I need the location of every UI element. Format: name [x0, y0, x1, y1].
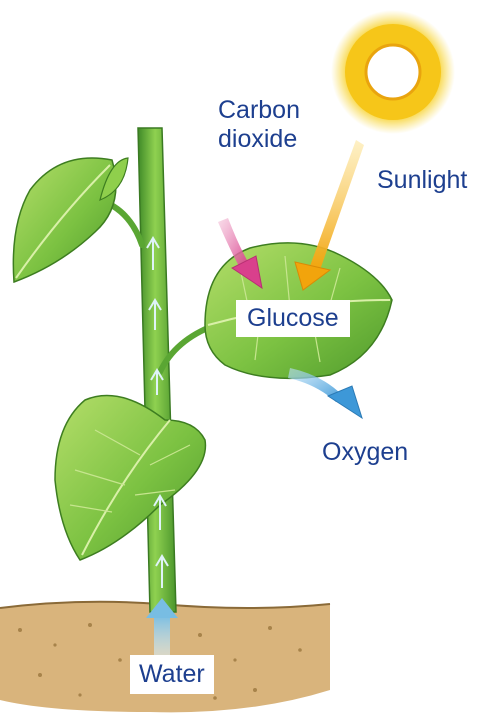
water-label: Water: [130, 655, 214, 694]
sun-icon: [331, 10, 455, 134]
sunlight-label: Sunlight: [377, 166, 467, 195]
upper-left-leaf: [13, 158, 116, 282]
carbon-dioxide-label: Carbon dioxide: [218, 96, 300, 154]
glucose-label: Glucose: [236, 300, 350, 337]
lower-leaf: [55, 396, 205, 561]
oxygen-label: Oxygen: [322, 438, 408, 467]
carbon-dioxide-label-line2: dioxide: [218, 125, 300, 154]
carbon-dioxide-label-line1: Carbon: [218, 96, 300, 125]
